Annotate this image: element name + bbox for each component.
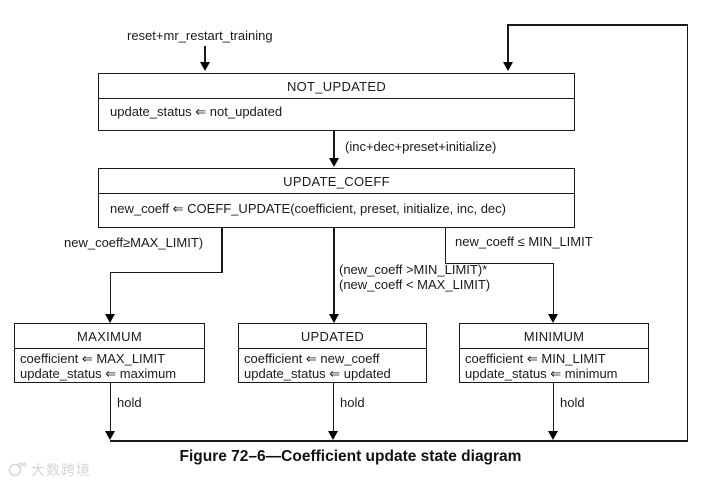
state-not-updated: NOT_UPDATED update_status ⇐ not_updated [98,73,575,131]
to-maximum-arrowhead-icon [105,314,115,323]
return-right-line [686,24,688,441]
state-update-coeff-title: UPDATE_COEFF [99,169,574,194]
to-minimum-line-h [445,262,554,264]
to-updated-label-line2: (new_coeff < MAX_LIMIT) [339,277,491,292]
state-minimum-title: MINIMUM [460,324,648,349]
hold-arrowhead-maximum-icon [105,431,115,440]
state-minimum-action-1: coefficient ⇐ MIN_LIMIT [465,351,606,366]
watermark-text: 大数跨境 [31,462,91,478]
hold-bus-line [110,440,688,442]
hold-line-maximum [109,383,111,431]
hold-line-minimum [552,383,554,431]
state-not-updated-title: NOT_UPDATED [99,74,574,99]
to-maximum-line-v2 [109,272,111,315]
to-maximum-line-h [110,271,222,273]
entry-connector-line [204,46,206,63]
to-minimum-label: new_coeff ≤ MIN_LIMIT [455,234,593,249]
to-maximum-line-v1 [221,228,223,273]
to-updated-label-line1: (new_coeff >MIN_LIMIT)* [339,262,488,277]
return-top-line [508,24,688,26]
to-update-coeff-label: (inc+dec+preset+initialize) [345,139,497,154]
state-minimum-action-2: update_status ⇐ minimum [465,366,618,381]
entry-transition-label: reset+mr_restart_training [127,28,273,43]
return-arrowhead-icon [503,62,513,71]
entry-arrowhead-icon [200,62,210,71]
state-update-coeff: UPDATE_COEFF new_coeff ⇐ COEFF_UPDATE(co… [98,168,575,228]
hold-label-updated: hold [340,395,365,410]
state-updated-title: UPDATED [239,324,426,349]
to-updated-arrowhead-icon [329,314,339,323]
watermark: 大数跨境 [8,460,91,480]
hold-label-maximum: hold [117,395,142,410]
hold-arrowhead-updated-icon [328,431,338,440]
to-update-coeff-arrowhead-icon [329,158,339,167]
state-maximum: MAXIMUM coefficient ⇐ MAX_LIMIT update_s… [14,323,205,383]
figure-caption: Figure 72–6—Coefficient update state dia… [179,448,522,465]
state-updated-action-1: coefficient ⇐ new_coeff [244,351,380,366]
watermark-logo-icon [8,461,28,480]
to-updated-line [333,228,335,315]
state-maximum-action-2: update_status ⇐ maximum [20,366,177,381]
hold-line-updated [332,383,334,431]
state-minimum: MINIMUM coefficient ⇐ MIN_LIMIT update_s… [459,323,649,383]
to-updated-label: (new_coeff >MIN_LIMIT)* (new_coeff < MAX… [339,262,490,292]
state-maximum-title: MAXIMUM [15,324,204,349]
hold-label-minimum: hold [560,395,585,410]
to-update-coeff-line [333,131,335,158]
to-minimum-arrowhead-icon [548,314,558,323]
state-update-coeff-action: new_coeff ⇐ COEFF_UPDATE(coefficient, pr… [110,201,506,216]
state-maximum-action-1: coefficient ⇐ MAX_LIMIT [20,351,166,366]
to-minimum-line-v1 [444,228,446,264]
hold-arrowhead-minimum-icon [548,431,558,440]
return-drop-line [507,24,509,62]
state-updated-action-2: update_status ⇐ updated [244,366,391,381]
state-not-updated-action: update_status ⇐ not_updated [110,104,283,119]
to-maximum-label: new_coeff≥MAX_LIMIT) [64,235,204,250]
to-minimum-line-v2 [552,263,554,315]
state-updated: UPDATED coefficient ⇐ new_coeff update_s… [238,323,427,383]
